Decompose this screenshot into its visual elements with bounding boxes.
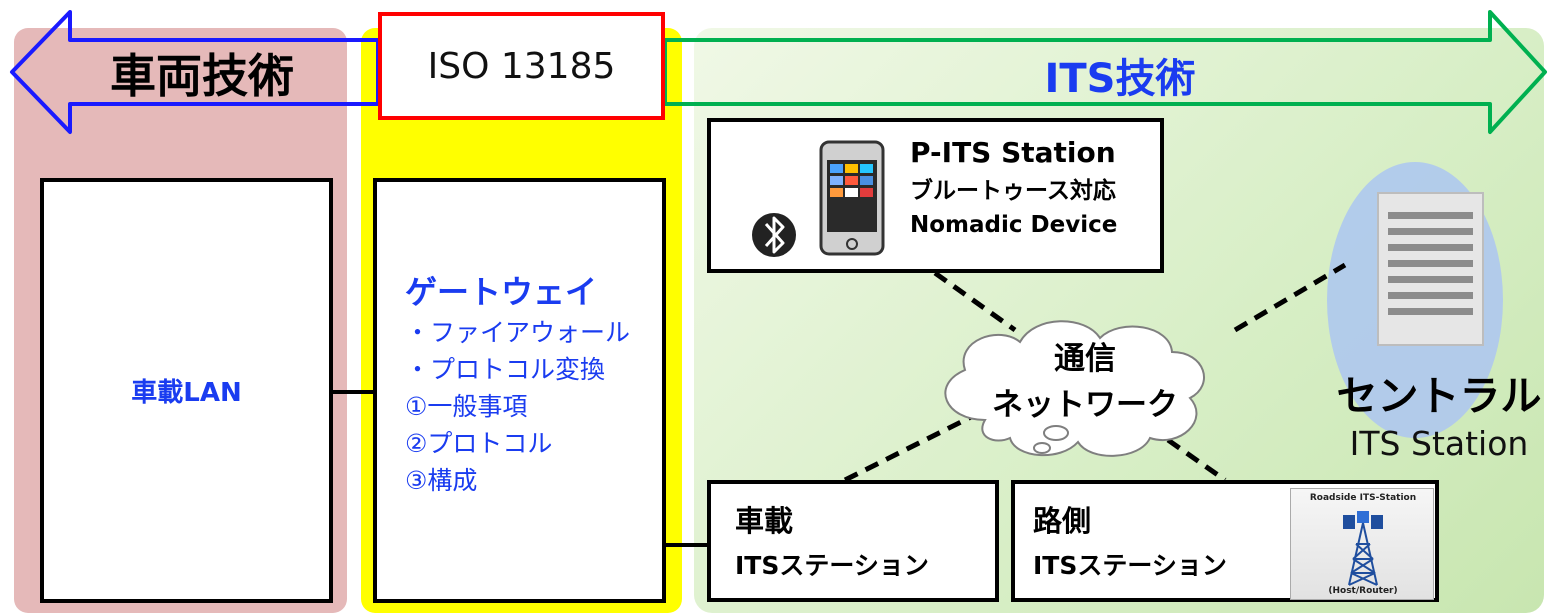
gateway-line-firewall: ・ファイアウォール xyxy=(405,318,631,347)
gateway-line-configuration: ③構成 xyxy=(405,466,478,495)
its-tech-label: ITS技術 xyxy=(1044,56,1196,102)
vehicle-tech-label: 車両技術 xyxy=(110,49,294,103)
network-line2: ネットワーク xyxy=(992,387,1178,423)
gateway-line-general: ①一般事項 xyxy=(405,392,528,421)
vehicle-its-network-link xyxy=(843,407,987,483)
antenna-tower-icon xyxy=(1343,511,1383,586)
p-its-text: P-ITS Station ブルートゥース対応 Nomadic Device xyxy=(910,132,1160,242)
cloud-icon xyxy=(944,320,1205,457)
roadside-image-caption-bottom: (Host/Router) xyxy=(1328,586,1398,596)
vehicle-lan-box: 車載LAN xyxy=(40,178,333,603)
its-tech-arrow xyxy=(663,10,1547,134)
bluetooth-icon xyxy=(752,213,796,257)
tablet-icon xyxy=(819,140,885,256)
roadside-its-line2: ITSステーション xyxy=(1033,551,1227,580)
roadside-its-line1: 路側 xyxy=(1033,504,1092,538)
p-its-device-label: Nomadic Device xyxy=(910,212,1118,238)
server-icon xyxy=(1377,192,1484,346)
central-title: セントラル xyxy=(1336,372,1542,420)
p-its-icons xyxy=(752,140,885,257)
gateway-line-protocol: ②プロトコル xyxy=(405,429,553,458)
iso-standard-box: ISO 13185 xyxy=(378,12,665,120)
network-label: 通信 ネットワーク xyxy=(975,336,1195,428)
roadside-station-image: Roadside ITS-Station (Host/Router) xyxy=(1290,488,1434,600)
p-its-title: P-ITS Station xyxy=(910,136,1116,169)
vehicle-its-station-box: 車載 ITSステーション xyxy=(707,480,999,602)
vehicle-its-line1: 車載 xyxy=(735,504,794,538)
roadside-image-caption-top: Roadside ITS-Station xyxy=(1309,493,1417,503)
vehicle-lan-label: 車載LAN xyxy=(131,378,242,408)
vehicle-its-line2: ITSステーション xyxy=(735,551,929,580)
gateway-box: ゲートウェイ ・ファイアウォール ・プロトコル変換 ①一般事項 ②プロトコル ③… xyxy=(373,178,666,603)
pits-network-link xyxy=(933,270,1017,333)
central-subtitle: ITS Station xyxy=(1349,424,1529,463)
p-its-station-box xyxy=(707,118,1164,273)
p-its-bluetooth-label: ブルートゥース対応 xyxy=(910,178,1116,204)
roadside-network-link xyxy=(1166,437,1227,483)
gateway-title: ゲートウェイ xyxy=(405,273,598,311)
vehicle-tech-arrow xyxy=(10,10,380,134)
network-line1: 通信 xyxy=(1054,341,1116,377)
gateway-line-protocol-conversion: ・プロトコル変換 xyxy=(405,355,606,384)
